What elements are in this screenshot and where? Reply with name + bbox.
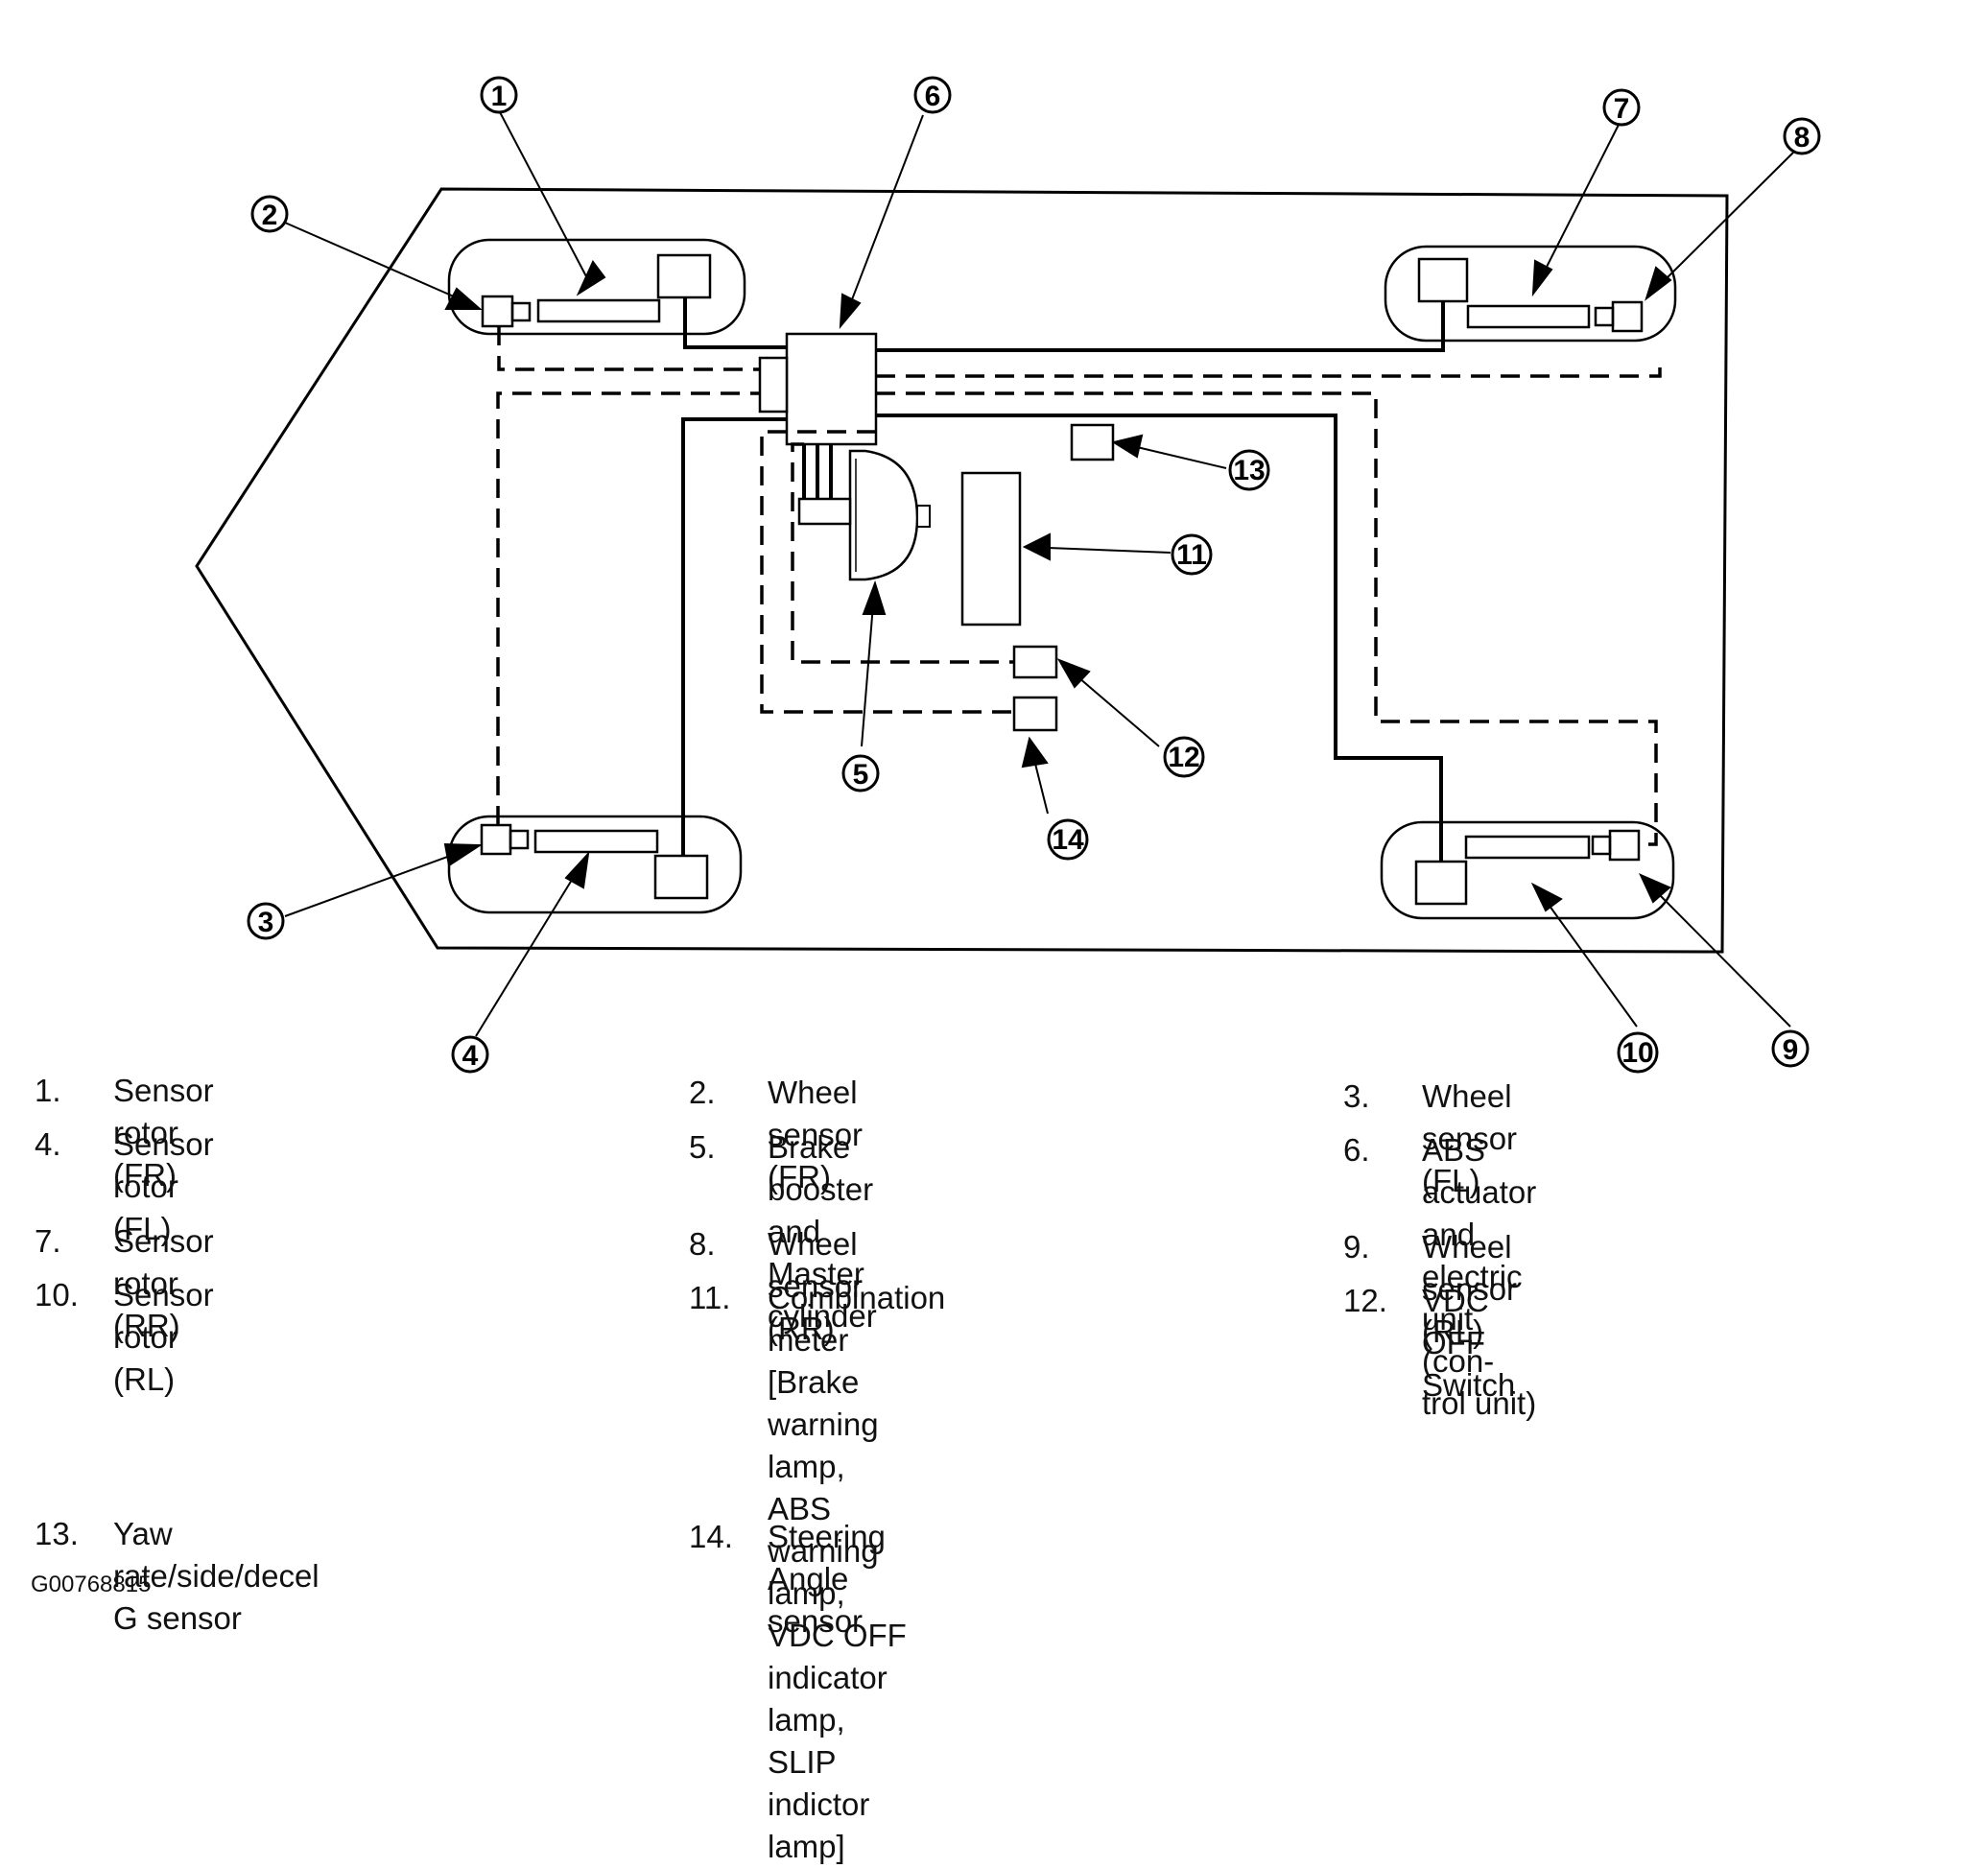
callout-5: 5 (841, 754, 880, 792)
legend-item-label: Wheel sensor (FL) (1422, 1078, 1518, 1198)
legend-item-number: 9. (1343, 1229, 1370, 1265)
callout-13: 13 (1228, 449, 1270, 491)
callout-7: 7 (1602, 88, 1641, 127)
callout-12: 12 (1163, 736, 1205, 778)
abs-vdc-component-layout-diagram: 1 2 3 4 5 6 7 8 9 10 11 12 13 14 (195, 76, 1821, 1074)
abs-actuator-connector (758, 356, 789, 414)
svg-text:5: 5 (853, 759, 869, 791)
legend-item-number: 12. (1343, 1283, 1387, 1318)
svg-text:10: 10 (1621, 1037, 1653, 1069)
svg-text:3: 3 (258, 907, 274, 938)
svg-text:11: 11 (1176, 539, 1207, 571)
legend-item-label: Sensor rotor (RL) (113, 1277, 214, 1397)
legend-item-label: Yaw rate/side/decel G sensor (113, 1516, 320, 1636)
sensor-harness-lines (496, 326, 1662, 846)
legend-item-label: Brake booster and Master cylinder (768, 1129, 877, 1334)
legend-item-label: Steering Angle sensor (768, 1519, 886, 1639)
legend-item-label: Sensor rotor (FL) (113, 1126, 214, 1246)
legend-item-number: 8. (689, 1226, 716, 1262)
vdc-off-switch (1012, 645, 1058, 679)
steering-angle-sensor (1012, 696, 1058, 732)
svg-text:7: 7 (1614, 93, 1630, 125)
svg-text:13: 13 (1233, 455, 1265, 486)
callout-10: 10 (1617, 1031, 1659, 1074)
legend-item-number: 1. (35, 1073, 61, 1108)
svg-text:6: 6 (925, 81, 941, 112)
combination-meter (960, 471, 1022, 627)
legend-item-label: Combination meter [Brake warning lamp, A… (768, 1280, 946, 1864)
legend-item-label: VDC OFF Switch (1422, 1283, 1516, 1403)
svg-text:2: 2 (262, 200, 278, 231)
legend-item-number: 4. (35, 1126, 61, 1162)
callout-9: 9 (1771, 1029, 1810, 1068)
callout-1: 1 (480, 76, 518, 114)
legend-item-number: 11. (689, 1280, 731, 1315)
brake-booster-master-cylinder (797, 444, 931, 581)
callout-4: 4 (451, 1035, 489, 1074)
wheel-rear-right-assembly (1384, 245, 1677, 343)
legend-item-number: 7. (35, 1223, 61, 1259)
yaw-rate-sensor (1070, 423, 1115, 461)
wheel-front-left-assembly (447, 815, 743, 914)
callout-8: 8 (1783, 117, 1821, 155)
figure-code: G00768815 (31, 1572, 152, 1597)
legend-item-label: Wheel sensor (FR) (768, 1075, 864, 1194)
legend-item-number: 14. (689, 1519, 733, 1554)
svg-text:12: 12 (1168, 742, 1199, 773)
svg-text:9: 9 (1783, 1034, 1799, 1066)
svg-text:4: 4 (462, 1040, 479, 1072)
callout-6: 6 (913, 76, 952, 114)
legend-item-number: 6. (1343, 1132, 1370, 1168)
wheel-front-right-assembly (447, 238, 746, 336)
vehicle-outline (195, 187, 1729, 954)
legend-item-number: 13. (35, 1516, 79, 1551)
svg-text:8: 8 (1794, 122, 1810, 154)
legend-item-number: 10. (35, 1277, 79, 1312)
legend-item-number: 2. (689, 1075, 716, 1110)
svg-text:1: 1 (491, 81, 508, 112)
abs-actuator-unit (785, 332, 878, 446)
legend-item-label: Sensor rotor (FR) (113, 1073, 214, 1193)
legend-item-label: Wheel sensor (RR) (768, 1226, 864, 1346)
legend-item-label: ABS actuator and electric unit (con- tro… (1422, 1132, 1537, 1421)
callout-3: 3 (247, 902, 285, 940)
callout-markers: 1 2 3 4 5 6 7 8 9 10 11 12 13 14 (247, 76, 1821, 1074)
legend-item-label: Sensor rotor (RR) (113, 1223, 214, 1343)
legend-item-number: 5. (689, 1129, 716, 1165)
callout-11: 11 (1171, 533, 1213, 576)
callout-2: 2 (250, 195, 289, 233)
legend-item-label: Wheel sensor (RL) (1422, 1229, 1518, 1349)
wheel-rear-left-assembly (1380, 820, 1675, 920)
callout-leaders (284, 109, 1795, 1037)
callout-14: 14 (1047, 818, 1089, 861)
brake-lines (681, 297, 1445, 862)
svg-text:14: 14 (1052, 824, 1084, 856)
legend-item-number: 3. (1343, 1078, 1370, 1114)
